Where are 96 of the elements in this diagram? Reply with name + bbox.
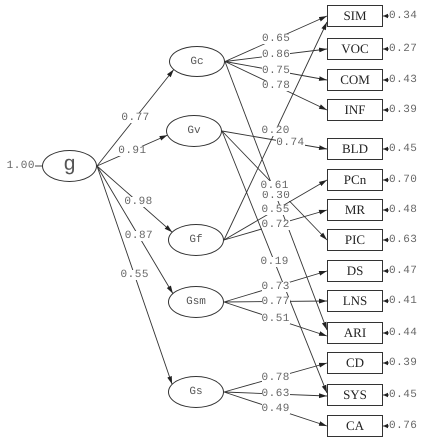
variance-value: 0.39 <box>389 103 422 117</box>
edge-label: 0.77 <box>262 296 290 306</box>
path-arrow <box>382 78 390 82</box>
variable-label: PIC <box>344 233 366 247</box>
factor-label: Gf <box>189 234 203 246</box>
factor-ellipse <box>168 376 224 408</box>
variable-box <box>327 384 383 406</box>
variable-box <box>327 322 383 344</box>
variance-value: 0.76 <box>389 419 422 433</box>
variance-value: 0.27 <box>389 42 422 56</box>
variable-label: INF <box>344 103 366 117</box>
path-arrow <box>382 208 390 212</box>
variance-value: 0.44 <box>389 326 422 340</box>
factor-label: g <box>63 156 76 176</box>
variable-box <box>327 352 383 374</box>
factor-ellipse <box>169 46 225 77</box>
path-arrow <box>382 268 390 274</box>
path-arrow <box>382 298 390 304</box>
edge-label: 0.30 <box>262 190 290 201</box>
variable-label: SYS <box>343 388 367 402</box>
variable-label: SIM <box>343 9 367 23</box>
variance-value: 0.45 <box>389 388 422 402</box>
variable-label: CA <box>346 419 364 433</box>
edge-label: 0.78 <box>262 80 290 91</box>
path-arrow <box>382 46 390 52</box>
variance-value: 1.00 <box>1 159 35 173</box>
variable-box <box>327 260 383 282</box>
variable-box <box>327 290 383 312</box>
edge-label: 0.77 <box>121 112 150 123</box>
variable-label: CD <box>346 356 364 370</box>
edge-label: 0.91 <box>118 146 147 156</box>
edge-label: 0.61 <box>260 180 289 190</box>
factor-label: Gs <box>189 386 203 398</box>
factor-ellipse <box>166 115 222 147</box>
factor-label: Gsm <box>186 296 206 308</box>
variable-label: DS <box>346 264 364 278</box>
edge-label: 0.63 <box>262 389 290 399</box>
variable-box <box>327 69 383 91</box>
path-arrow <box>96 69 174 166</box>
path-arrow <box>382 146 390 152</box>
variable-label: VOC <box>341 42 369 56</box>
edge-label: 0.65 <box>262 34 290 44</box>
path-arrow <box>382 360 390 366</box>
variable-box <box>327 138 383 160</box>
edge-label: 0.55 <box>120 270 149 280</box>
path-arrow <box>222 130 328 394</box>
path-arrow <box>382 178 390 182</box>
variable-box <box>327 415 383 437</box>
variable-label: COM <box>340 73 370 87</box>
variance-value: 0.70 <box>389 173 422 187</box>
edge-label: 0.55 <box>262 205 290 215</box>
edge-label: 0.74 <box>276 138 305 148</box>
variance-value: 0.43 <box>389 73 422 87</box>
factor-label: Gc <box>190 56 204 68</box>
variable-box <box>327 99 383 121</box>
path-arrow <box>382 424 390 428</box>
factor-ellipse <box>168 286 224 318</box>
variance-value: 0.48 <box>389 203 422 217</box>
path-arrow <box>382 108 390 112</box>
variance-value: 0.41 <box>389 294 422 308</box>
variance-value: 0.45 <box>389 142 422 156</box>
edge-label: 0.72 <box>262 220 290 230</box>
factor-label: Gv <box>187 125 201 137</box>
path-arrow <box>96 166 174 294</box>
path-arrow <box>382 392 390 398</box>
variance-value: 0.47 <box>389 264 422 278</box>
factor-ellipse <box>42 150 97 182</box>
edge-label: 0.20 <box>262 126 290 136</box>
path-arrow <box>382 238 390 242</box>
edge-label: 0.98 <box>124 197 153 208</box>
variance-value: 0.63 <box>389 233 422 247</box>
edge-label: 0.75 <box>262 66 290 76</box>
variable-label: LNS <box>342 294 368 308</box>
variable-box <box>327 5 383 27</box>
variable-label: MR <box>344 203 366 217</box>
edge-label: 0.19 <box>260 257 289 267</box>
path-arrow <box>382 330 390 336</box>
path-arrow <box>96 166 173 385</box>
factor-ellipse <box>168 224 224 256</box>
edge-label: 0.78 <box>262 372 290 382</box>
path-arrow <box>224 22 328 240</box>
edge-label: 0.51 <box>262 314 290 324</box>
edge-label: 0.49 <box>262 404 290 414</box>
variance-value: 0.39 <box>389 356 422 370</box>
variable-box <box>327 38 383 60</box>
variable-box <box>327 199 383 221</box>
edge-label: 0.86 <box>262 50 290 60</box>
variable-label: ARI <box>344 326 366 340</box>
path-arrow <box>382 14 390 18</box>
edge-label: 0.73 <box>262 282 290 292</box>
edge-label: 0.87 <box>124 231 154 242</box>
variable-label: BLD <box>342 142 368 156</box>
variable-label: PCn <box>344 173 366 187</box>
variable-box <box>327 229 383 251</box>
variable-box <box>327 169 383 191</box>
variance-value: 0.34 <box>389 9 422 23</box>
